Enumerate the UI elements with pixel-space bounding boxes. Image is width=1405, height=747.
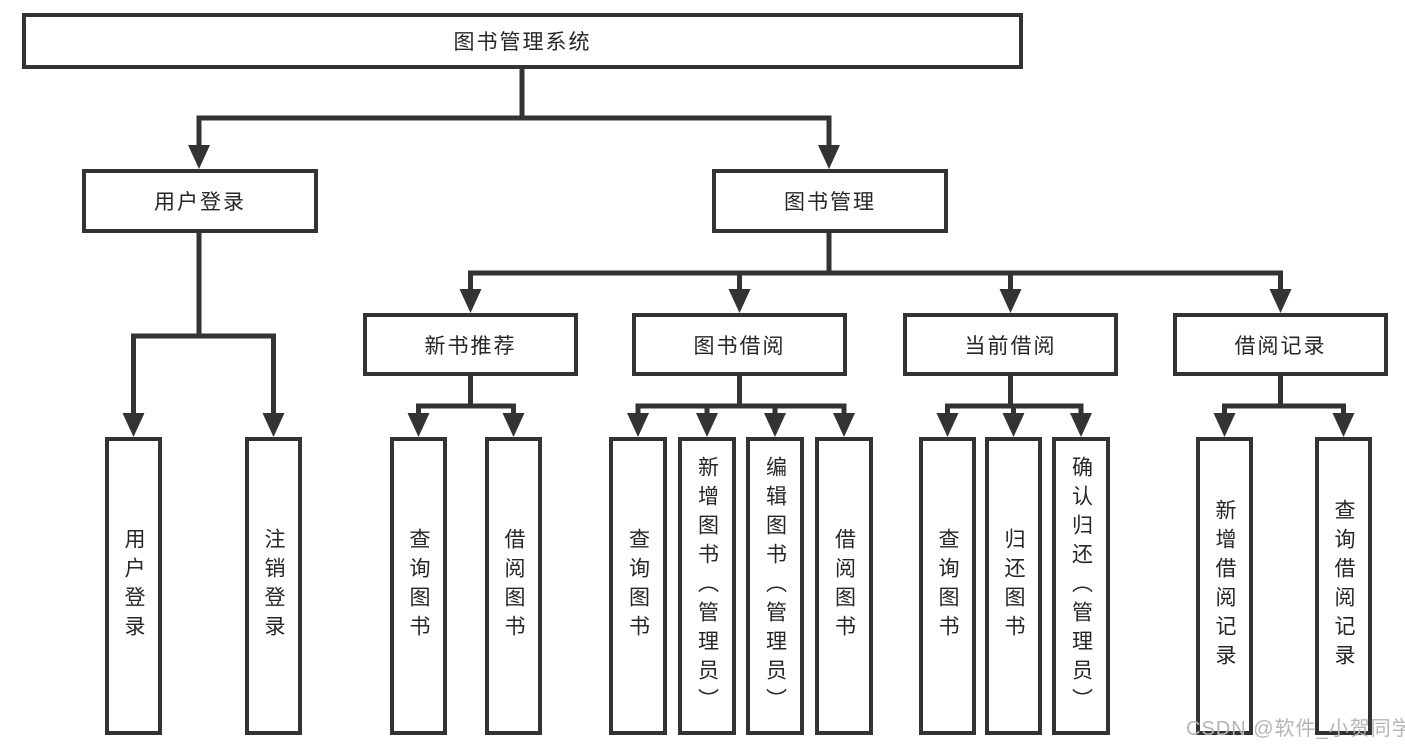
node-library-management-system: 图书管理系统 <box>22 13 1023 69</box>
node-label: 新增图书（管理员） <box>695 455 719 717</box>
node-current-borrowing: 当前借阅 <box>903 313 1118 376</box>
node-user-login-action: 用户登录 <box>105 437 162 735</box>
node-query-books-recommend: 查询图书 <box>390 437 447 735</box>
node-label: 借阅图书 <box>832 528 856 644</box>
node-book-borrowing: 图书借阅 <box>632 313 847 376</box>
node-label: 新增借阅记录 <box>1213 499 1237 673</box>
node-borrowing-records: 借阅记录 <box>1173 313 1388 376</box>
node-user-login: 用户登录 <box>82 169 318 233</box>
node-label: 注销登录 <box>262 528 286 644</box>
csdn-watermark: CSDN @软件_小贺同学 <box>1186 718 1405 740</box>
node-label: 用户登录 <box>122 528 146 644</box>
node-label: 确认归还（管理员） <box>1069 455 1093 717</box>
node-label: 编辑图书（管理员） <box>763 455 787 717</box>
node-new-book-recommendation: 新书推荐 <box>363 313 578 376</box>
node-query-books-current: 查询图书 <box>919 437 976 735</box>
node-label: 查询借阅记录 <box>1332 499 1356 673</box>
node-borrow-books-recommend: 借阅图书 <box>485 437 542 735</box>
node-add-borrow-record: 新增借阅记录 <box>1196 437 1253 735</box>
node-return-books: 归还图书 <box>985 437 1042 735</box>
node-label: 归还图书 <box>1002 528 1026 644</box>
node-query-borrow-record: 查询借阅记录 <box>1315 437 1372 735</box>
node-label: 查询图书 <box>936 528 960 644</box>
node-label: 借阅图书 <box>502 528 526 644</box>
node-book-management: 图书管理 <box>712 169 948 233</box>
node-logout-login: 注销登录 <box>245 437 302 735</box>
node-borrow-books-borrow: 借阅图书 <box>815 437 873 735</box>
node-label: 查询图书 <box>407 528 431 644</box>
node-label: 查询图书 <box>626 528 650 644</box>
node-confirm-return-admin: 确认归还（管理员） <box>1052 437 1110 735</box>
node-query-books-borrow: 查询图书 <box>609 437 667 735</box>
node-add-books-admin: 新增图书（管理员） <box>678 437 736 735</box>
node-edit-books-admin: 编辑图书（管理员） <box>746 437 804 735</box>
arrowheads <box>122 145 1355 437</box>
